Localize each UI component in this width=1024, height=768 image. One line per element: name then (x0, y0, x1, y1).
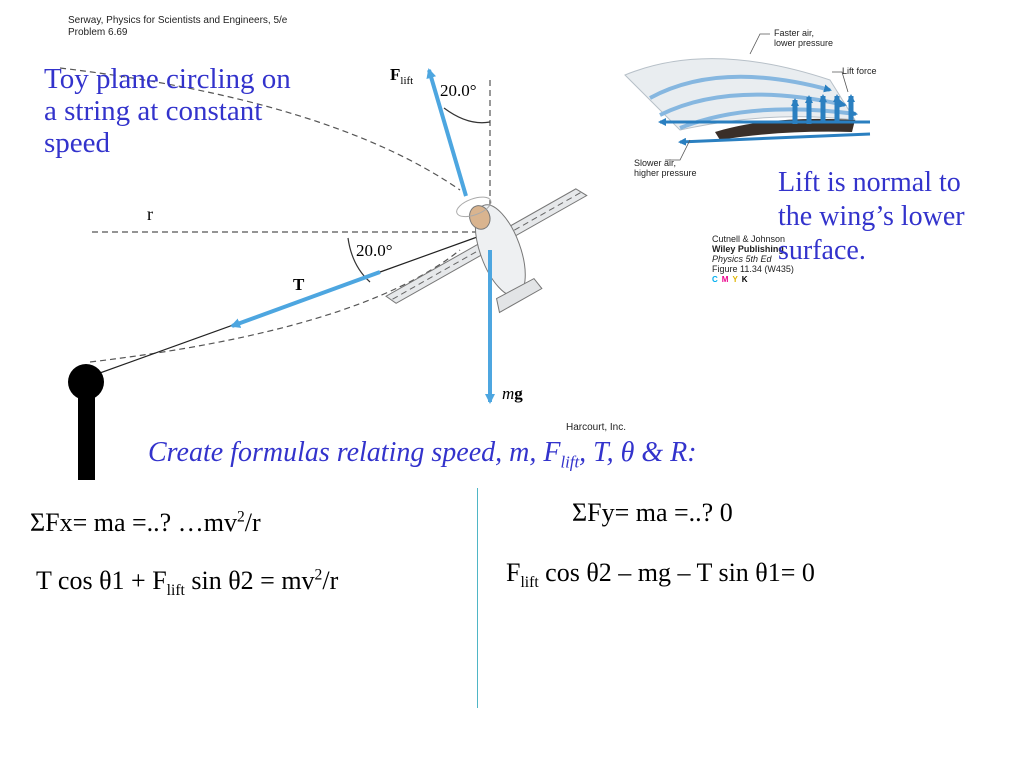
airflow-lower-2 (678, 132, 871, 146)
radius-label: r (147, 204, 153, 224)
airflow-upper-1 (649, 74, 832, 100)
publisher-credit: Harcourt, Inc. (566, 422, 627, 433)
flift-label: Flift (390, 65, 413, 87)
circle-path-upper (59, 67, 461, 191)
sum-fy-formula: ΣFy= ma =..? 0 (572, 498, 733, 527)
pole-knob (68, 364, 104, 400)
x-equation: T cos θ1 + Flift sin θ2 = mv2/r (36, 566, 339, 600)
task-prompt: Create formulas relating speed, m, Flift… (148, 437, 697, 472)
toy-airplane (385, 188, 588, 314)
tension-force-arrow (230, 270, 381, 328)
lift-caption: Lift is normal to the wing’s lower surfa… (778, 167, 965, 266)
angle-arc-top (443, 107, 491, 124)
y-equation: Flift cos θ2 – mg – T sin θ1= 0 (506, 558, 815, 592)
tension-label: T (293, 275, 305, 294)
source-reference: Serway, Physics for Scientists and Engin… (68, 15, 287, 39)
lift-force-arrow (426, 68, 468, 197)
wing-underside (715, 118, 855, 140)
airplane-force-diagram: Flift 20.0° r 20.0° T mg (59, 65, 588, 480)
sum-fx-formula: ΣFx= ma =..? …mv2/r (30, 508, 261, 537)
lift-force-label: Lift force (842, 66, 877, 76)
wing-lift-figure (624, 33, 871, 161)
circle-path-lower (89, 249, 461, 363)
leader-slower-air (665, 139, 691, 161)
leader-faster-air (749, 33, 770, 55)
angle-left-label: 20.0° (356, 241, 393, 260)
faster-air-label: Faster air, lower pressure (774, 28, 834, 48)
mg-label: mg (502, 384, 523, 403)
column-divider (477, 488, 478, 708)
slower-air-label: Slower air, higher pressure (634, 158, 697, 178)
toy-plane-caption: Toy plane circling on a string at consta… (44, 63, 291, 159)
angle-arc-left (347, 237, 371, 283)
pole (78, 392, 95, 480)
textbook-credits: Cutnell & Johnson Wiley Publishing Physi… (712, 234, 794, 284)
leader-lift-force (832, 71, 849, 93)
airflow-upper-2 (659, 92, 847, 117)
source-book: Serway, Physics for Scientists and Engin… (68, 15, 288, 26)
angle-top-label: 20.0° (440, 81, 477, 100)
source-problem: Problem 6.69 (68, 27, 128, 38)
